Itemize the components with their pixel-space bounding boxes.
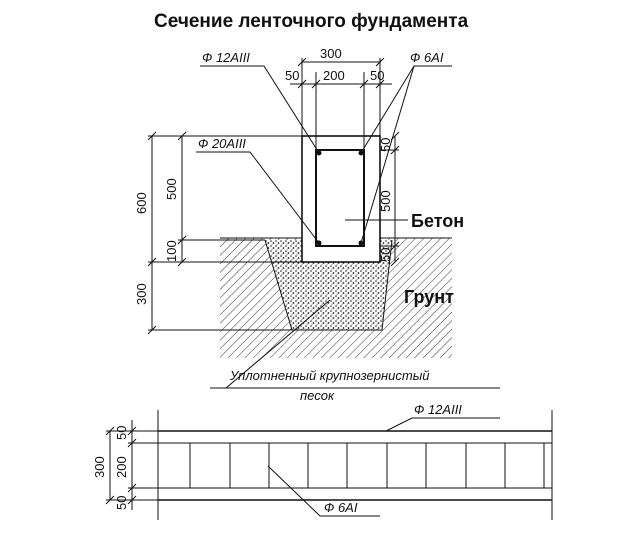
dim-height-above: 500: [164, 178, 179, 200]
dim-cover-left: 50: [285, 68, 299, 83]
label-rebar-bottom: Ф 20AIII: [198, 136, 246, 151]
dim-height-total: 600: [134, 192, 149, 214]
concrete-strip: [301, 135, 381, 263]
page-title: Сечение ленточного фундамента: [154, 11, 469, 32]
stirrup-frame: [315, 149, 365, 247]
plan-view: [157, 410, 553, 520]
left-dimensions: 600 500 100 300: [134, 131, 302, 335]
dim-sand-depth: 300: [134, 283, 149, 305]
right-dimensions: 50 500 50: [378, 131, 400, 267]
dim-width-inner: 200: [323, 68, 345, 83]
dim-cover-right: 50: [370, 68, 384, 83]
leader-lines: [196, 65, 500, 389]
dim-right-height: 500: [378, 190, 393, 212]
label-rebar-top: Ф 12AIII: [202, 50, 250, 65]
plan-label-rebar-stirrup: Ф 6AI: [324, 500, 358, 515]
plan-dim-bottom: 50: [114, 496, 129, 510]
plan-dim-top: 50: [114, 426, 129, 440]
dim-height-below: 100: [164, 240, 179, 262]
plan-dim-middle: 200: [114, 456, 129, 478]
soil-ground: [220, 237, 452, 358]
plan-dim-total: 300: [92, 456, 107, 478]
label-rebar-stirrup: Ф 6AI: [410, 50, 444, 65]
label-concrete: Бетон: [411, 211, 464, 231]
label-sand-line2: песок: [300, 388, 335, 403]
dim-width-total: 300: [320, 46, 342, 61]
label-soil: Грунт: [404, 287, 454, 307]
plan-label-rebar-top: Ф 12AIII: [414, 402, 462, 417]
dim-right-bottom-cover: 50: [378, 248, 393, 262]
label-sand-line1: Уплотненный крупнозернистый: [229, 368, 430, 383]
top-dimensions: 300 200 50 50: [285, 46, 392, 150]
plan-dimensions: 300 50 200 50: [92, 420, 158, 510]
plan-leaders: [267, 417, 500, 517]
